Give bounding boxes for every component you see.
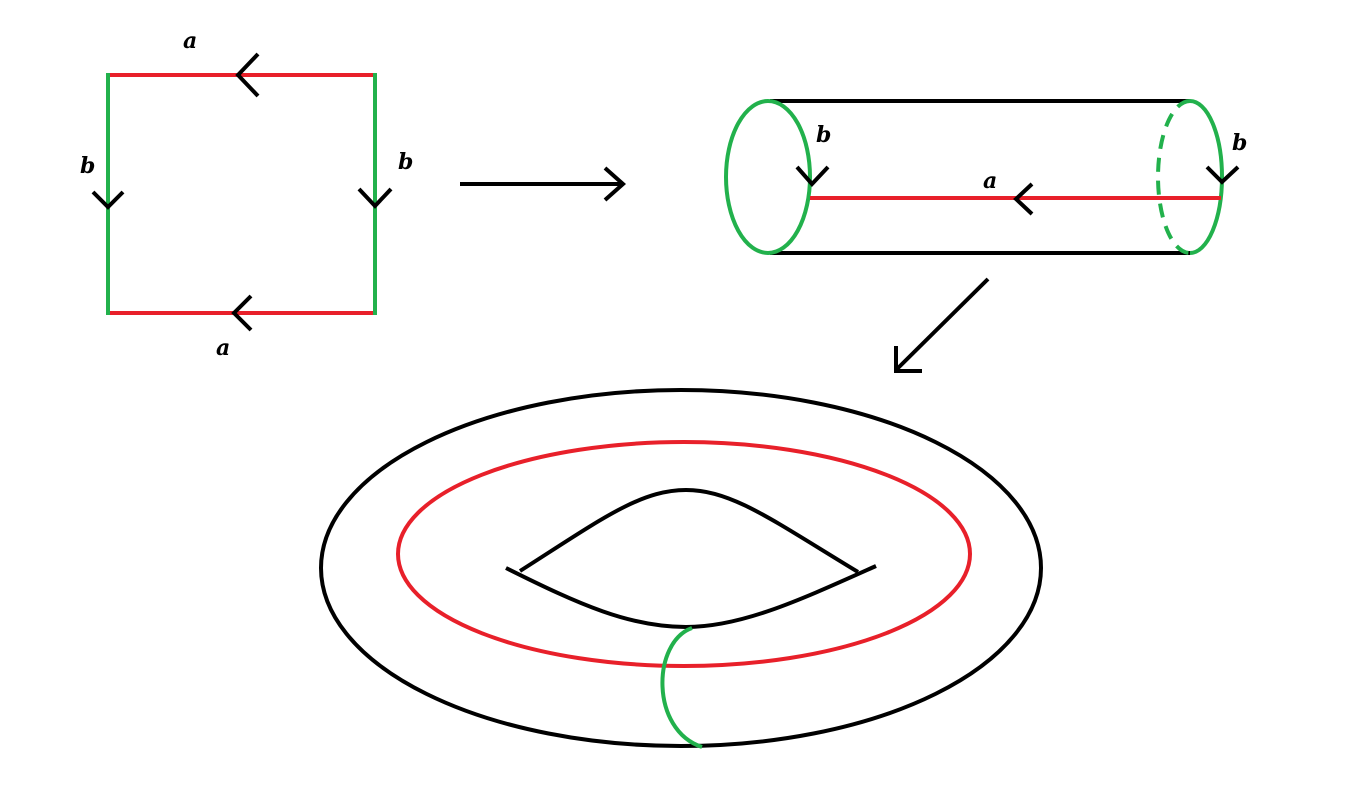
arrow-right-icon	[460, 166, 627, 202]
square-left-arrow	[91, 190, 125, 210]
torus-outer-outline	[319, 388, 1043, 748]
cylinder-right-circle-front	[1189, 99, 1224, 255]
square-figure	[91, 52, 393, 332]
square-left-label: b	[80, 153, 95, 179]
torus-hole-lower-arc	[505, 564, 877, 630]
cylinder-right-circle-back	[1156, 99, 1191, 255]
cylinder-right-label: b	[1232, 130, 1247, 156]
square-bottom-arrow	[231, 294, 253, 332]
square-right-arrow	[357, 187, 393, 209]
square-top-arrow	[235, 52, 260, 98]
square-bottom-label: a	[216, 335, 230, 361]
cylinder-seam-label: a	[983, 168, 997, 194]
torus-figure	[319, 388, 1043, 749]
torus-hole-upper-arc	[518, 487, 860, 574]
arrow-down-left-icon	[894, 277, 990, 373]
torus-meridian-loop	[660, 626, 703, 749]
square-top-label: a	[183, 28, 197, 54]
cylinder-figure	[724, 99, 1240, 255]
cylinder-right-arrow	[1205, 165, 1240, 185]
torus-longitude-loop	[396, 440, 972, 668]
square-right-label: b	[398, 149, 413, 175]
cylinder-seam-arrow	[1013, 182, 1034, 216]
cylinder-left-arrow	[795, 165, 830, 187]
cylinder-left-label: b	[816, 122, 831, 148]
cylinder-left-circle	[724, 99, 812, 255]
